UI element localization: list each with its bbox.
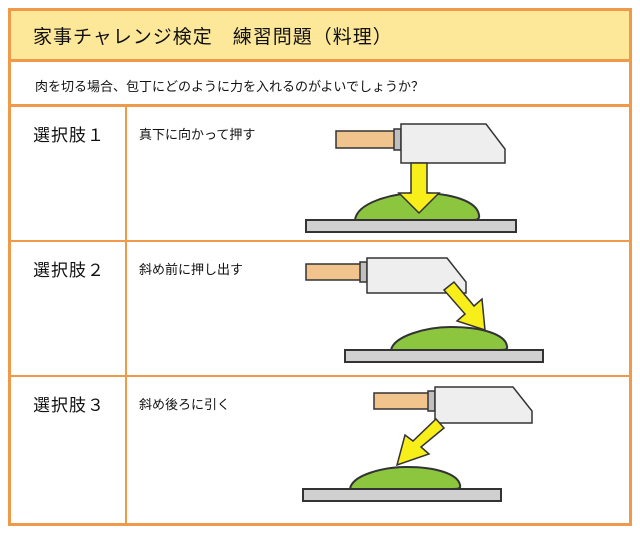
arrow-icon: [442, 280, 486, 332]
choice-row-3[interactable]: 選択肢３ 斜め後ろに引く: [11, 377, 629, 523]
exam-sheet: 家事チャレンジ検定 練習問題（料理） 肉を切る場合、包丁にどのように力を入れるの…: [8, 8, 632, 526]
choice-illustration-3: [302, 386, 533, 502]
question-row: 肉を切る場合、包丁にどのように力を入れるのがよいでしょうか？: [11, 62, 629, 107]
cutting-board-icon: [302, 488, 502, 502]
page-title: 家事チャレンジ検定 練習問題（料理）: [33, 26, 393, 48]
column-divider: [125, 107, 127, 240]
meat-icon: [348, 465, 462, 490]
arrow-icon: [395, 417, 446, 467]
arrow-icon: [397, 162, 441, 215]
title-bar: 家事チャレンジ検定 練習問題（料理）: [11, 11, 629, 62]
choice-label-3: 選択肢３: [33, 396, 105, 416]
knife-icon: [335, 123, 506, 164]
choice-illustration-2: [305, 257, 544, 363]
question-text: 肉を切る場合、包丁にどのように力を入れるのがよいでしょうか？: [35, 80, 424, 95]
choice-label-1: 選択肢１: [33, 126, 105, 146]
choice-row-1[interactable]: 選択肢１ 真下に向かって押す: [11, 107, 629, 242]
choices-table: 選択肢１ 真下に向かって押す: [11, 107, 629, 523]
choice-illustration-1: [305, 123, 517, 233]
cutting-board-icon: [305, 219, 517, 233]
choice-row-2[interactable]: 選択肢２ 斜め前に押し出す: [11, 242, 629, 377]
column-divider: [125, 242, 127, 375]
meat-icon: [389, 325, 509, 351]
knife-icon: [305, 257, 467, 294]
cutting-board-icon: [344, 349, 544, 363]
choice-label-2: 選択肢２: [33, 261, 105, 281]
choice-description-3: 斜め後ろに引く: [139, 398, 231, 413]
column-divider: [125, 377, 127, 523]
choice-description-1: 真下に向かって押す: [139, 128, 256, 143]
choice-description-2: 斜め前に押し出す: [139, 263, 244, 278]
knife-icon: [373, 386, 533, 424]
